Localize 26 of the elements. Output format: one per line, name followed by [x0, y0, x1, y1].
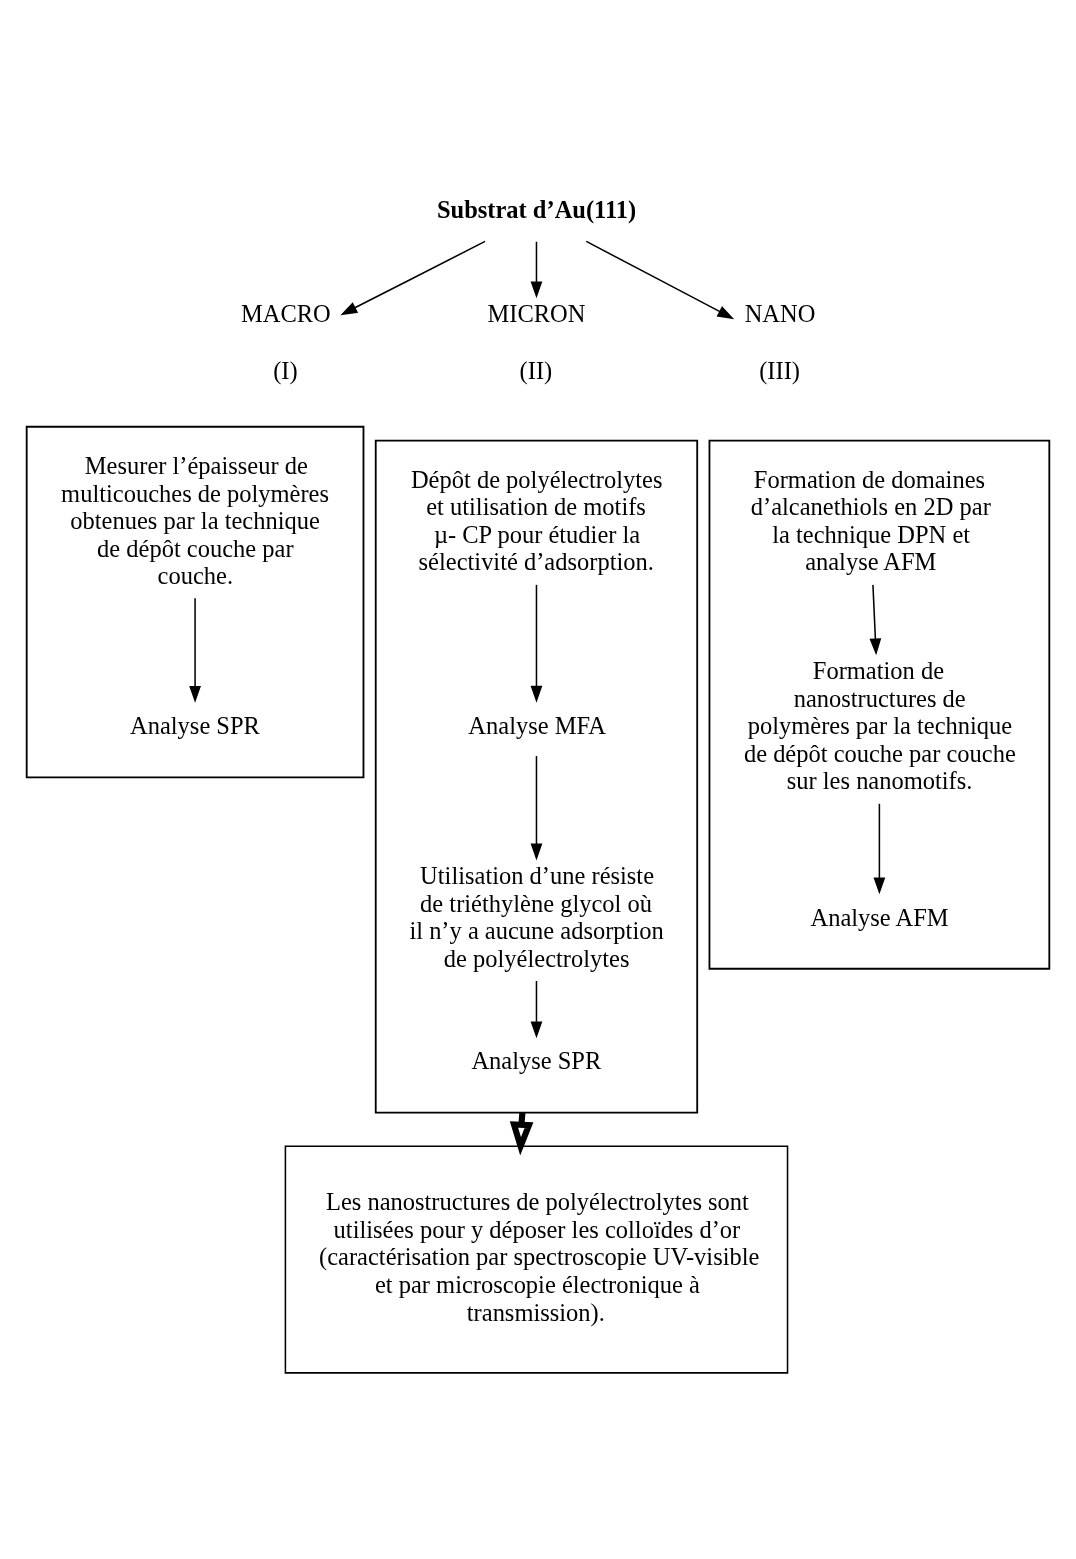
arrow — [530, 240, 543, 299]
arrow — [340, 240, 486, 316]
node-text: Formation de domaines d’alcanethiols en 2D par la technique DPN et analyse AFM — [750, 465, 991, 576]
node-text: Analyse SPR — [130, 712, 260, 740]
node-box: Les nanostructures de polyélectrolytes sont utilisées pour y déposer les colloïdes d’or (caractérisation par spectroscopie UV-visible et par microscopie électronique à transmission). — [284, 1145, 789, 1374]
node-text: Mesurer l’épaisseur de multicouches de polymères obtenues par la technique de dépôt couche par couche. — [61, 451, 330, 590]
node-text: Utilisation d’une résiste de triéthylène glycol où il n’y a aucune adsorption de polyélectrolytes — [409, 862, 664, 972]
arrow — [530, 755, 543, 861]
node-text: Analyse AFM — [810, 903, 949, 931]
cluster — [708, 439, 1051, 970]
arrow — [530, 980, 543, 1039]
arrow — [873, 803, 886, 895]
node-text: Formation de nanostructures de polymères par la technique de dépôt couche par couche sur les nanomotifs. — [743, 657, 1016, 795]
node-text: MACRO (I) — [241, 300, 331, 385]
arrow — [530, 584, 543, 703]
node-text: Dépôt de polyélectrolytes et utilisation de motifs µ- CP pour étudier la sélectivité d’adsorption. — [410, 465, 663, 576]
cluster — [374, 439, 699, 1114]
node-text: MICRON (II) — [487, 300, 586, 385]
arrow — [585, 240, 735, 320]
node-text: Analyse SPR — [471, 1047, 602, 1075]
node-text: Analyse MFA — [468, 712, 606, 740]
arrow — [869, 584, 882, 656]
arrow — [189, 597, 201, 703]
node-text: NANO (III) — [744, 300, 816, 385]
node-text: Substrat d’Au(111) — [436, 195, 637, 223]
cluster — [25, 425, 365, 779]
